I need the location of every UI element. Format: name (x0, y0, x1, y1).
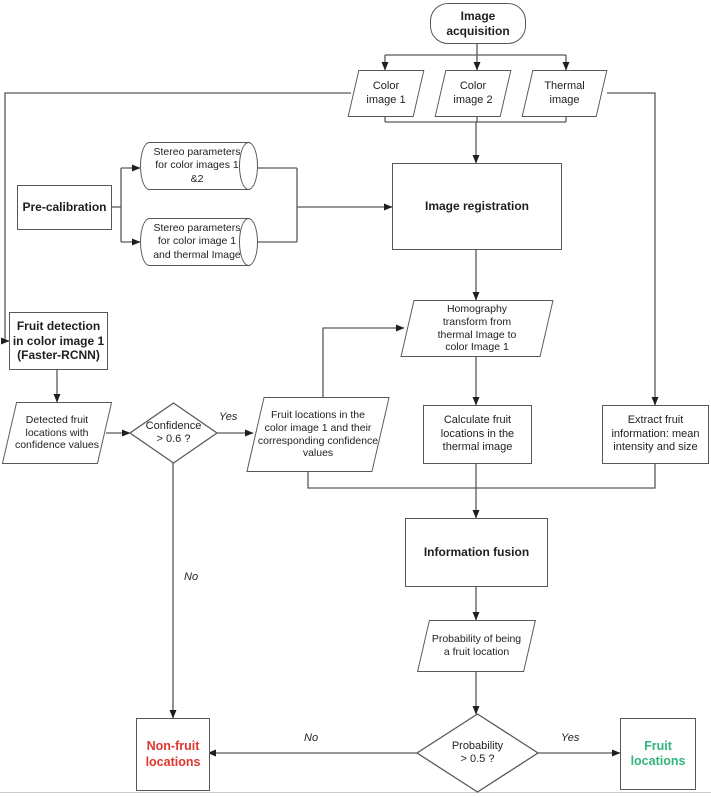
node-label-line: for color image 1 (157, 235, 237, 248)
cylinder-end-shape (239, 218, 258, 266)
node-label-line: locations with (25, 426, 89, 439)
node-color-image-2: Color image 2 (431, 70, 515, 117)
node-label-line: Color (459, 80, 487, 93)
node-label-line: color image 1 and their (264, 421, 372, 434)
node-thermal-image: Thermal image (518, 70, 611, 117)
node-label-line: Fruit locations in the (271, 408, 365, 421)
node-label-line: information: mean (611, 427, 700, 440)
node-extract-fruit-information: Extract fruit information: mean intensit… (602, 405, 709, 464)
node-label-line: values (302, 447, 334, 460)
node-label-line: image 1 (366, 93, 406, 106)
edge-label-confidence-yes: Yes (219, 411, 238, 423)
node-label-line: Extract fruit (627, 414, 684, 427)
node-label-line: image 2 (453, 93, 493, 106)
node-non-fruit-locations: Non-fruit locations (136, 718, 210, 791)
node-label-line: Pre-calibration (22, 200, 107, 215)
node-label-line: Image (460, 8, 496, 23)
node-probability-of-being: Probability of being a fruit location (414, 620, 539, 672)
node-label-line: Non-fruit (146, 739, 200, 754)
node-detected-fruit-locations: Detected fruit locations with confidence… (1, 402, 113, 464)
cylinder-shape (140, 218, 250, 266)
probability-diamond-shape (415, 713, 540, 793)
bottom-border-line (0, 792, 711, 793)
node-label-line: corresponding confidence (257, 434, 379, 447)
node-label-line: transform from (442, 315, 512, 328)
node-fruit-detection: Fruit detection in color image 1 (Faster… (9, 312, 108, 370)
node-label-line: locations (145, 754, 201, 769)
node-label-line: Homography (446, 302, 508, 315)
node-stereo-params-thermal: Stereo parameters for color image 1 and … (140, 218, 258, 266)
node-label-line: intensity and size (613, 441, 698, 454)
node-stereo-params-color-images: Stereo parameters for color images 1 &2 (140, 142, 258, 190)
node-label-line: image (549, 93, 580, 106)
node-fruit-locations-color-image: Fruit locations in the color image 1 and… (244, 397, 392, 472)
node-homography-transform: Homography transform from thermal Image … (398, 300, 556, 357)
node-label-line: Image registration (424, 199, 530, 214)
node-image-registration: Image registration (392, 163, 562, 250)
node-label-line: confidence values (14, 439, 100, 452)
node-label-line: Thermal (544, 80, 585, 93)
node-fruit-locations: Fruit locations (620, 718, 696, 790)
cylinder-end-shape (239, 142, 258, 190)
edge-label-confidence-no: No (184, 571, 199, 583)
node-pre-calibration: Pre-calibration (17, 185, 112, 230)
node-label-line: and thermal Image (153, 248, 241, 261)
edge-label-probability-no: No (304, 732, 319, 744)
node-label-line: thermal image (442, 441, 513, 454)
node-label-line: Stereo parameters (153, 222, 241, 235)
node-label-line: for color images 1 (155, 159, 239, 172)
node-probability-decision: Probability > 0.5 ? (417, 714, 538, 792)
node-label-line: Fruit detection (16, 319, 101, 334)
confidence-diamond-shape (128, 402, 219, 464)
node-label-line: acquisition (446, 23, 510, 38)
node-label-line: in color image 1 (12, 333, 105, 348)
node-label-line: locations in the (440, 427, 515, 440)
node-label-line: Color (372, 80, 400, 93)
node-information-fusion: Information fusion (405, 518, 548, 587)
node-label-line: locations (630, 754, 686, 768)
node-confidence-decision: Confidence > 0.6 ? (130, 403, 217, 463)
node-label-line: > 0.5 ? (460, 753, 495, 765)
edge-label-probability-yes: Yes (561, 732, 580, 744)
node-label-line: color Image 1 (445, 341, 509, 354)
node-color-image-1: Color image 1 (344, 70, 428, 117)
node-label-line: Calculate fruit (443, 414, 512, 427)
node-label-line: Information fusion (423, 545, 530, 560)
node-label-line: &2 (190, 172, 204, 185)
node-image-acquisition: Image acquisition (430, 3, 526, 44)
cylinder-shape (140, 142, 250, 190)
node-label-line: (Faster-RCNN) (17, 348, 100, 363)
node-label-line: Confidence (145, 419, 202, 432)
node-label-line: Fruit (644, 738, 672, 753)
node-label-line: thermal Image to (437, 328, 517, 341)
node-label-line: a fruit location (443, 646, 510, 658)
node-label-line: Probability (451, 739, 504, 752)
node-label-line: Detected fruit (25, 413, 89, 426)
node-calculate-fruit-locations: Calculate fruit locations in the thermal… (423, 405, 532, 464)
node-label-line: Probability of being (431, 633, 522, 646)
node-label-line: > 0.6 ? (156, 433, 191, 445)
node-label-line: Stereo parameters (153, 146, 241, 159)
